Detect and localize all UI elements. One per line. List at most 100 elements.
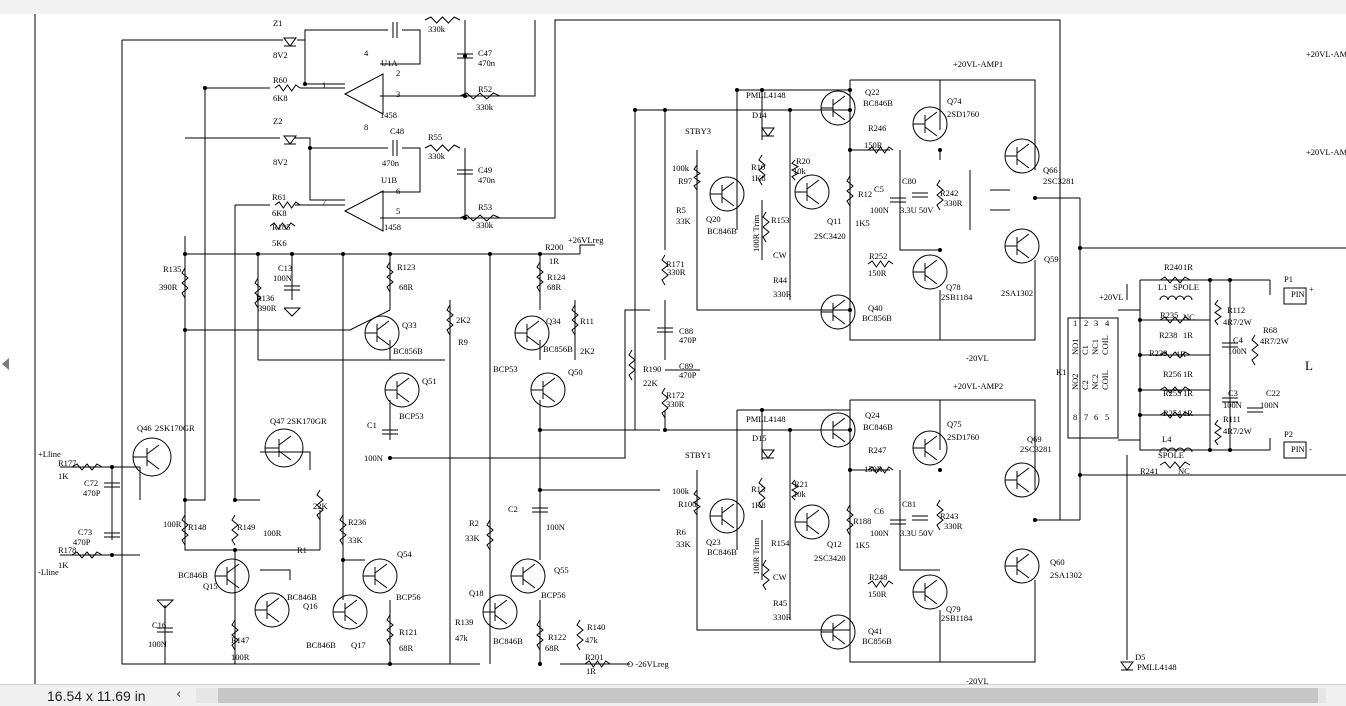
junction-dots [110,54,1232,666]
label-47kb: 47k [585,635,599,645]
label-150ra: 150R [864,140,883,150]
label-ic1458a: 1458 [380,110,397,120]
label-100ra: 100R [163,519,182,529]
label-pin5: 5 [396,206,400,216]
label-ic1458b: 1458 [384,222,401,232]
resistor [790,159,800,181]
label-q75: Q75 [947,419,962,429]
label-100ne: 100N [870,205,889,215]
junction-dot [183,328,187,332]
wire [380,20,536,97]
box [1067,317,1119,439]
label-r242: R242 [940,188,958,198]
transistor-emitter [344,614,358,625]
resistor [386,614,394,646]
resistor [424,144,461,152]
label-3v3b: 3.3U 50V [900,528,934,538]
label-c13: C13 [278,263,292,273]
label-p20: +20VL [1099,292,1124,302]
junction-dot [388,662,392,666]
label-r330d: 330k [476,220,494,230]
label-33ka: 33K [348,535,364,545]
junction-dot [1138,413,1142,417]
label-spoleb: SPOLE [1158,450,1184,460]
label-10kb: 10k [793,489,807,499]
label-pin3: 3 [396,89,400,99]
label-r177: R177 [58,458,76,468]
horizontal-scrollbar-thumb[interactable] [218,688,1318,703]
label-1k5a: 1K5 [855,218,870,228]
label-100ka: 100k [672,163,690,173]
junction-dot [233,548,237,552]
label-d5: D5 [1135,652,1145,662]
label-kp3: 3 [1094,318,1098,328]
wire [390,309,650,459]
label-q33: Q33 [402,320,417,330]
resistor [274,201,301,209]
label-u1a: U1A [381,58,398,68]
scroll-left-icon[interactable]: ‹ [176,687,182,702]
label-bcp56b: BCP56 [541,590,566,600]
label-q11: Q11 [827,216,841,226]
horizontal-scrollbar[interactable] [196,688,1326,703]
label-2sc3281b: 2SC3281 [1020,444,1052,454]
label-r148: R148 [188,522,206,532]
transistor-collector [542,377,556,388]
previous-page-arrow-icon[interactable] [2,358,9,370]
transistor-collector [1016,553,1030,564]
wire [696,470,850,631]
resistor [71,551,103,559]
label-trim1: 100R Trim [751,215,761,252]
junction-dot [848,308,852,312]
transistor-collector [924,111,938,122]
label-2sd1760b: 2SD1760 [947,432,979,442]
transistor-emitter [832,432,846,443]
label-330re: 330R [773,612,792,622]
wire [579,244,595,254]
resistor [867,260,894,268]
resistor [762,559,770,591]
label-r154: R154 [771,538,790,548]
label-p20amp1: +20VL-AMP1 [1306,49,1346,59]
label-2sk170gra: 2SK170GR [155,423,195,433]
junction-dot [1078,246,1082,250]
resistor [231,619,239,651]
label-q12: Q12 [827,539,842,549]
diode [283,37,297,47]
label-relay6: C2 [1080,380,1090,390]
label-1k5b: 1K5 [855,540,870,550]
inductor [1183,295,1193,301]
label-r140: R140 [587,622,605,632]
label-q78: Q78 [946,282,961,292]
label-68rb: 68R [547,282,562,292]
label-1re: 1R [1176,349,1186,359]
label-pin4: 4 [364,48,369,58]
label-r60: R60 [273,75,287,85]
label-u1b: U1B [381,175,397,185]
label-330ra: 330R [773,289,792,299]
label-r235: R235 [1160,310,1178,320]
junction-dot [463,94,467,98]
resistor [1159,276,1191,284]
resistor [846,175,854,207]
junction-dot [538,662,542,666]
resistor [486,519,494,551]
label-r135: R135 [163,264,181,274]
label-3v3a: 3.3U 50V [900,205,934,215]
junction-dot [463,54,467,58]
label-4r7b: 4R7/2W [1260,336,1289,346]
label-r200: R200 [545,242,563,252]
resistor [424,16,461,24]
label-r139: R139 [455,617,473,627]
label-relay5: NO2 [1070,373,1080,390]
wire [899,150,940,251]
label-r21: R21 [794,479,808,489]
transistor-emitter [494,614,508,625]
transistor-collector [832,95,846,106]
page-size-label: 16.54 x 11.69 in [47,688,146,704]
transistor-collector [924,259,938,270]
junction-dot [203,86,207,90]
label-2sc3281a: 2SC3281 [1043,176,1075,186]
label-bc856ba: BC856B [393,346,423,356]
